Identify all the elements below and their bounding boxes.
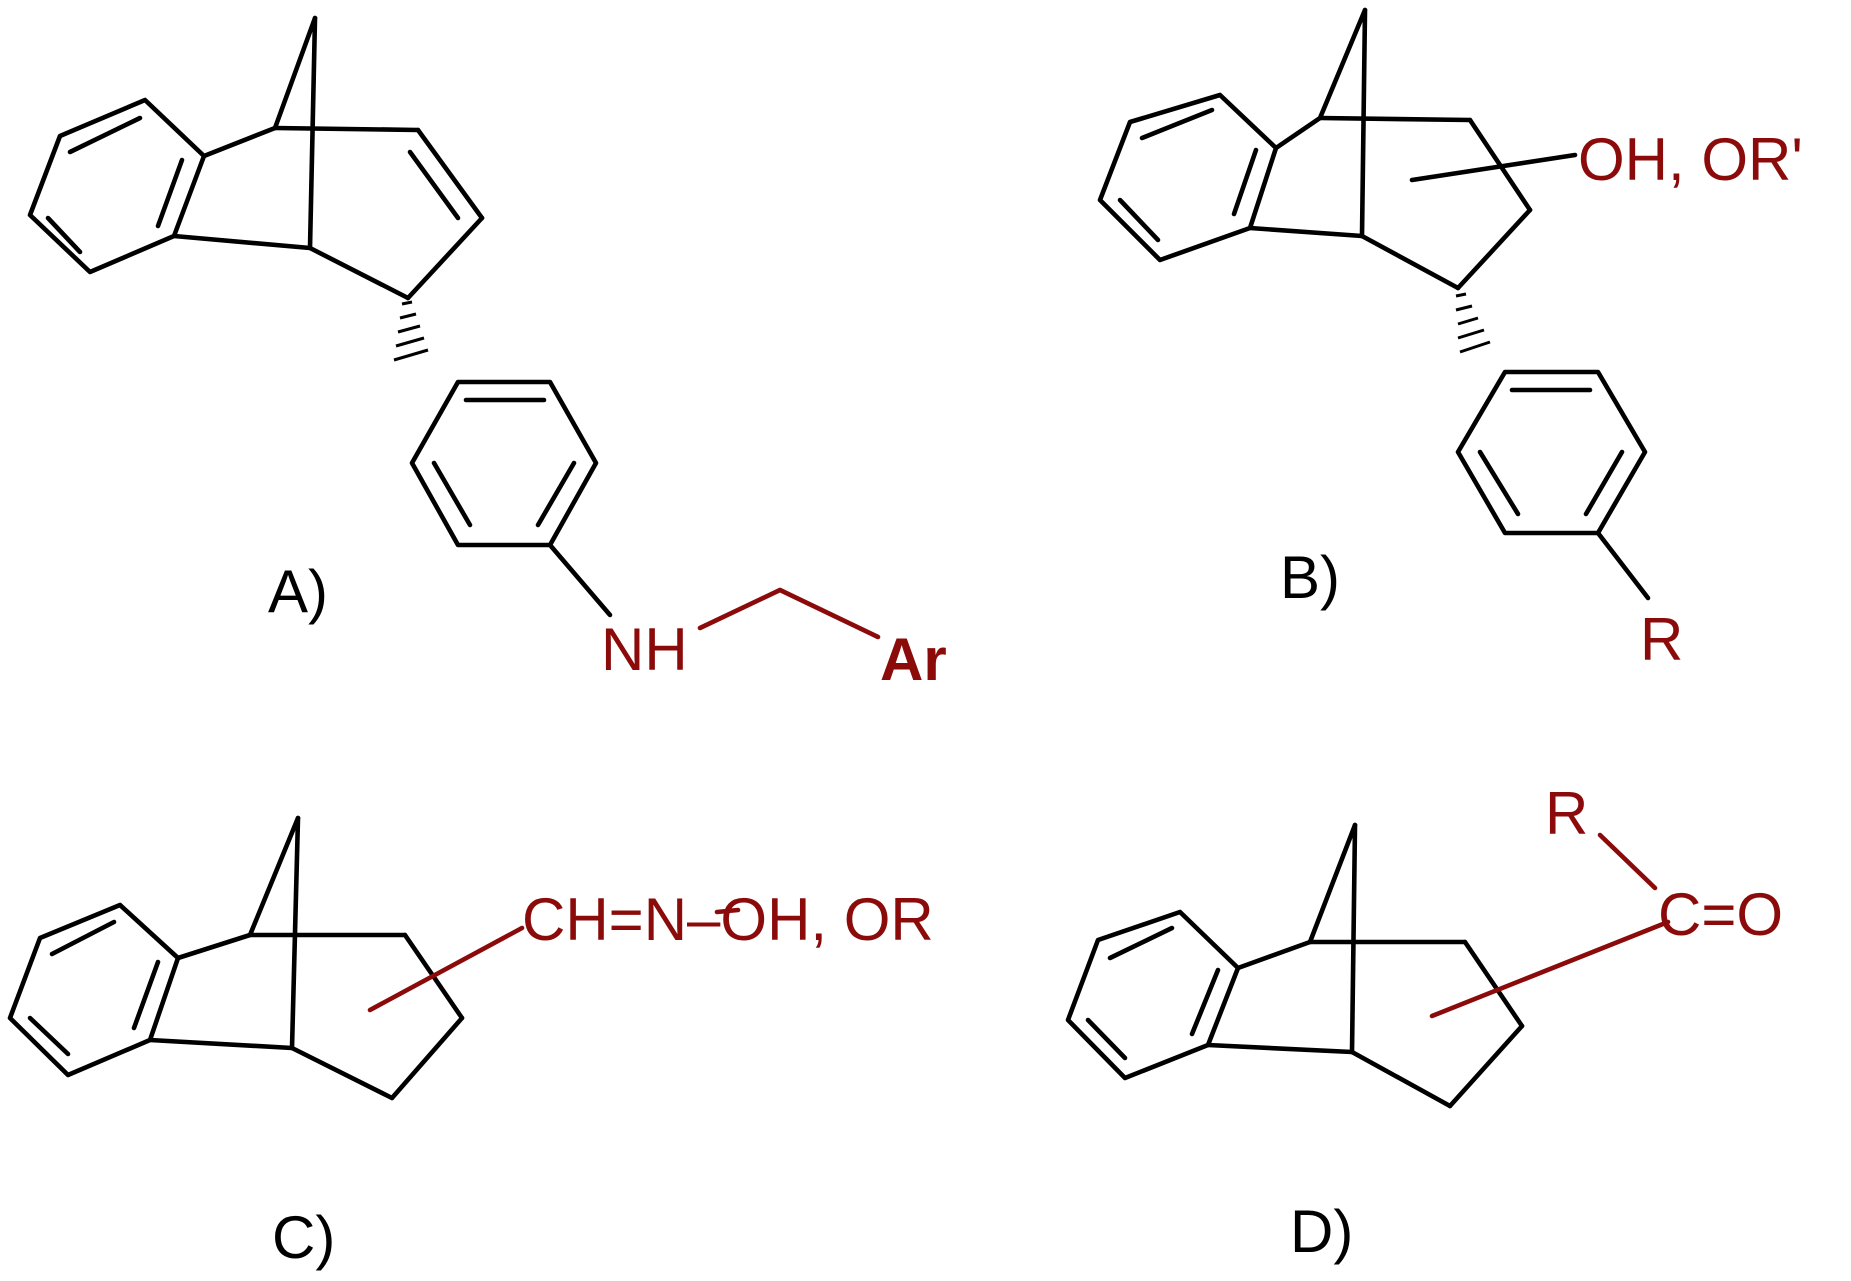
structure-d: R C=O D) (1065, 780, 1783, 1265)
structure-a-ar-label: Ar (880, 626, 947, 693)
structure-c-label: C) (272, 1204, 335, 1271)
structure-d-skeleton (1065, 822, 1525, 1109)
structure-a-phenyl-ring (409, 379, 599, 548)
structure-b-hashed-wedge (1455, 292, 1491, 354)
structure-b: OH, OR' R B) (1097, 7, 1803, 673)
structure-d-carbonyl-bond (1429, 919, 1671, 1019)
structure-c-oxime-label: CH=N–OH, OR (522, 886, 934, 953)
structure-b-phenyl-ring (1455, 369, 1648, 536)
structure-b-oh-label: OH, OR' (1578, 126, 1803, 193)
structure-a-n-bond (547, 542, 613, 618)
structure-a-label: A) (268, 558, 328, 625)
structure-b-r-bond (1595, 530, 1651, 601)
structure-b-skeleton (1097, 7, 1533, 291)
structure-c-oxime-bond (367, 925, 525, 1013)
structure-b-label: B) (1280, 544, 1340, 611)
structure-d-r-bond (1597, 832, 1658, 891)
structure-a-ch2-ar-bond (777, 587, 881, 640)
structure-a-nh-label: NH (601, 616, 688, 683)
structure-a-nh-ch2-bond (697, 587, 783, 631)
structure-c: CH=N–OH, OR C) (7, 815, 934, 1271)
structure-c-n-o-bond (714, 907, 741, 915)
structure-d-label: D) (1290, 1198, 1353, 1265)
structure-d-r-label: R (1545, 780, 1588, 847)
structure-a-skeleton (27, 15, 485, 301)
structure-a-hashed-wedge (393, 300, 429, 362)
structure-b-oh-bond-inner (1409, 152, 1578, 183)
structure-d-co-label: C=O (1658, 881, 1783, 948)
structure-b-r-label: R (1640, 606, 1683, 673)
structure-a: NH Ar A) (27, 15, 947, 693)
structure-c-skeleton (7, 815, 465, 1101)
